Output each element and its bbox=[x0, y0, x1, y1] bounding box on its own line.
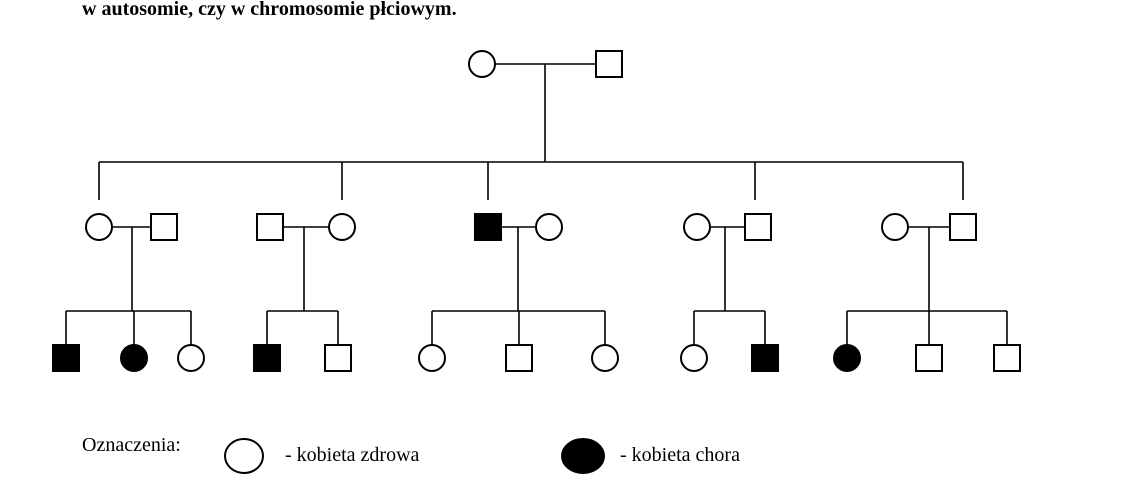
gen3-family-5-child-3-healthy-male-symbol bbox=[993, 344, 1021, 372]
gen3-family-3-child-3-healthy-female-symbol bbox=[591, 344, 619, 372]
gen3-family-5-child-1-affected-female-symbol bbox=[833, 344, 861, 372]
gen1-member-2-healthy-male-symbol bbox=[595, 50, 623, 78]
gen3-family-5-child-2-healthy-male-symbol bbox=[915, 344, 943, 372]
gen2-family-4-parent-2-healthy-male-symbol bbox=[744, 213, 772, 241]
gen2-family-2-parent-1-healthy-male-symbol bbox=[256, 213, 284, 241]
gen2-family-4-parent-1-healthy-female-symbol bbox=[683, 213, 711, 241]
gen3-family-4-child-2-affected-male-symbol bbox=[751, 344, 779, 372]
gen3-family-1-child-1-affected-male-symbol bbox=[52, 344, 80, 372]
legend-healthy-female-icon bbox=[224, 438, 264, 474]
gen2-family-5-parent-2-healthy-male-symbol bbox=[949, 213, 977, 241]
pedigree-chart bbox=[52, 50, 1021, 372]
gen3-family-3-child-1-healthy-female-symbol bbox=[418, 344, 446, 372]
gen2-family-5-parent-1-healthy-female-symbol bbox=[881, 213, 909, 241]
gen2-family-1-parent-2-healthy-male-symbol bbox=[150, 213, 178, 241]
legend-affected-female-text: - kobieta chora bbox=[620, 444, 740, 466]
gen3-family-2-child-2-healthy-male-symbol bbox=[324, 344, 352, 372]
gen3-family-2-child-1-affected-male-symbol bbox=[253, 344, 281, 372]
question-heading: w autosomie, czy w chromosomie płciowym. bbox=[82, 0, 457, 20]
gen3-family-3-child-2-healthy-male-symbol bbox=[505, 344, 533, 372]
gen2-family-3-parent-1-affected-male-symbol bbox=[474, 213, 502, 241]
gen1-member-1-healthy-female-symbol bbox=[468, 50, 496, 78]
gen3-family-1-child-3-healthy-female-symbol bbox=[177, 344, 205, 372]
gen3-family-1-child-2-affected-female-symbol bbox=[120, 344, 148, 372]
gen2-family-1-parent-1-healthy-female-symbol bbox=[85, 213, 113, 241]
legend-healthy-female-text: - kobieta zdrowa bbox=[285, 444, 420, 466]
gen3-family-4-child-1-healthy-female-symbol bbox=[680, 344, 708, 372]
legend-label: Oznaczenia: bbox=[82, 434, 181, 456]
legend-affected-female-icon bbox=[561, 438, 605, 474]
gen2-family-2-parent-2-healthy-female-symbol bbox=[328, 213, 356, 241]
gen2-family-3-parent-2-healthy-female-symbol bbox=[535, 213, 563, 241]
